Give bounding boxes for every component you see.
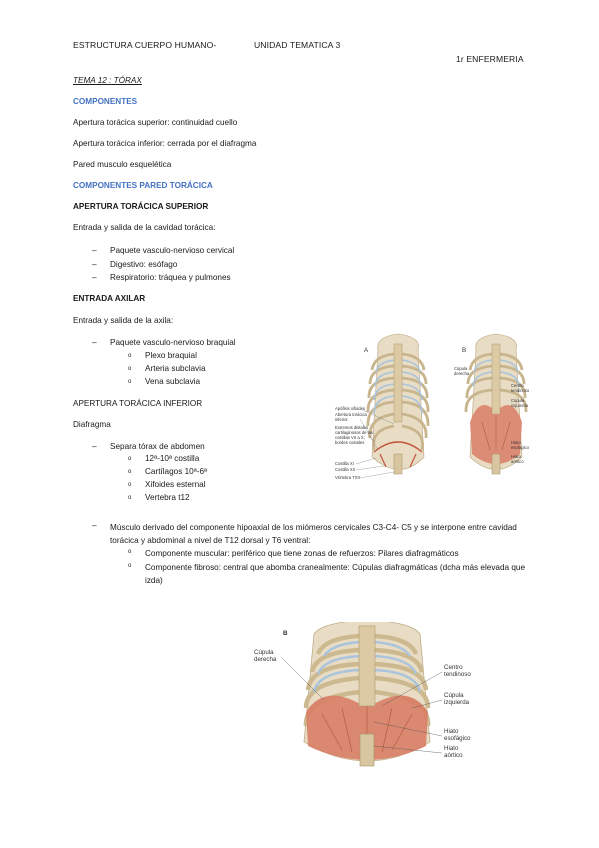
- figure-label: bordes costales: [335, 440, 364, 445]
- header-unit: UNIDAD TEMATICA 3: [254, 40, 341, 50]
- header-course: ESTRUCTURA CUERPO HUMANO-: [73, 40, 217, 50]
- bullet-marker: o: [128, 563, 132, 569]
- rib-cage-a-illustration: [366, 333, 430, 475]
- figure-label: cartilaginosos de las: [335, 430, 373, 435]
- bullet-marker: o: [128, 379, 132, 385]
- sublist-item: Componente muscular: periférico que tien…: [145, 549, 459, 558]
- thorax-figure-large: B Cúpula derecha Centro tendinoso C: [254, 622, 471, 767]
- header-year: 1r ENFERMERIA: [456, 54, 524, 64]
- panel-label-b: B: [462, 347, 466, 354]
- figure-label: Apófisis xifoides: [335, 406, 365, 411]
- bullet-marker: o: [128, 495, 132, 501]
- figure-label: Centro: [511, 383, 524, 388]
- text-apertura-inferior: Apertura torácica inferior: cerrada por …: [73, 139, 257, 148]
- figure-label: esofágico: [511, 445, 530, 450]
- bullet-marker: o: [128, 549, 132, 555]
- dash-marker: –: [92, 338, 97, 347]
- text-diafragma: Diafragma: [73, 420, 111, 429]
- figure-label: Extremos distales: [335, 425, 368, 430]
- bullet-marker: o: [128, 366, 132, 372]
- bullet-marker: o: [128, 456, 132, 462]
- sublist-item: Cartílagos 10ª-6ª: [145, 467, 208, 476]
- heading-apertura-superior: APERTURA TORÁCICA SUPERIOR: [73, 202, 209, 211]
- heading-apertura-inferior: APERTURA TORÁCICA INFERIOR: [73, 399, 203, 408]
- heading-componentes-pared: COMPONENTES PARED TORÁCICA: [73, 181, 213, 190]
- sublist-item: Plexo braquial: [145, 351, 197, 360]
- text-entrada-axila: Entrada y salida de la axila:: [73, 316, 174, 325]
- list-item: Separa tórax de abdomen: [110, 442, 205, 451]
- figure-label: Cúpula: [454, 366, 468, 371]
- panel-label-a: A: [364, 347, 369, 354]
- heading-entrada-axilar: ENTRADA AXILAR: [73, 294, 146, 303]
- label-centro-tendinoso: tendinoso: [444, 671, 471, 678]
- dash-marker: –: [92, 273, 97, 282]
- sublist-item: Arteria subclavia: [145, 364, 206, 373]
- figure-label: aórtico: [511, 459, 524, 464]
- figure-label: costillas VII a X;: [335, 435, 365, 440]
- topic-title: TEMA 12 : TÓRAX: [73, 76, 142, 85]
- dash-marker: –: [92, 521, 97, 530]
- bullet-marker: o: [128, 482, 132, 488]
- dash-marker: –: [92, 442, 97, 451]
- figure-label: Vértebra TXII: [335, 475, 360, 480]
- figure-label: Hiato: [511, 454, 521, 459]
- figure-label: Cúpula: [511, 398, 525, 403]
- label-cupula-izquierda: izquierda: [444, 699, 470, 706]
- sublist-item: Vena subclavia: [145, 377, 201, 386]
- dash-marker: –: [92, 260, 97, 269]
- label-cupula-derecha: derecha: [254, 656, 277, 663]
- figure-label: derecha: [454, 371, 470, 376]
- figure-label: Costilla XI: [335, 461, 354, 466]
- label-centro-tendinoso: Centro: [444, 664, 463, 671]
- bullet-marker: o: [128, 353, 132, 359]
- thorax-figure-small: A B: [335, 333, 530, 480]
- figure-label: Hiato: [511, 440, 521, 445]
- heading-componentes: COMPONENTES: [73, 97, 138, 106]
- sublist-item: Vertebra t12: [145, 493, 190, 502]
- rib-cage-diaphragm-illustration: [303, 622, 431, 767]
- label-hiato-aortico: aórtico: [444, 752, 463, 759]
- list-item: Respiratorio: tráquea y pulmones: [110, 273, 231, 282]
- sublist-item: Xifoides esternal: [145, 480, 206, 489]
- label-hiato-aortico: Hiato: [444, 745, 459, 752]
- list-item: Paquete vasculo-nervioso braquial: [110, 338, 236, 347]
- figure-label: inferior: [335, 417, 348, 422]
- list-item: Paquete vasculo-nervioso cervical: [110, 246, 235, 255]
- dash-marker: –: [92, 246, 97, 255]
- panel-label-b: B: [283, 630, 288, 637]
- figure-label: izquierda: [511, 403, 529, 408]
- text-apertura-superior: Apertura torácica superior: continuidad …: [73, 118, 238, 127]
- rib-cage-b-illustration: [464, 333, 528, 475]
- figure-label: Costilla XII: [335, 467, 355, 472]
- bullet-marker: o: [128, 469, 132, 475]
- list-item: Digestivo: esófago: [110, 260, 178, 269]
- paragraph-musculo: Músculo derivado del componente hipoaxia…: [110, 523, 517, 545]
- figure-label: Abertura torácica: [335, 412, 368, 417]
- text-entrada-cavidad: Entrada y salida de la cavidad torácica:: [73, 223, 216, 232]
- label-cupula-izquierda: Cúpula: [444, 692, 464, 699]
- label-cupula-derecha: Cúpula: [254, 649, 274, 656]
- text-pared: Pared musculo esquelética: [73, 160, 172, 169]
- figure-label: tendinoso: [511, 388, 530, 393]
- label-hiato-esofagico: esofágico: [444, 735, 471, 742]
- label-hiato-esofagico: Hiato: [444, 728, 459, 735]
- sublist-item: 12ª-10ª costilla: [145, 454, 200, 463]
- sublist-item: Componente fibroso: central que abomba c…: [145, 563, 526, 585]
